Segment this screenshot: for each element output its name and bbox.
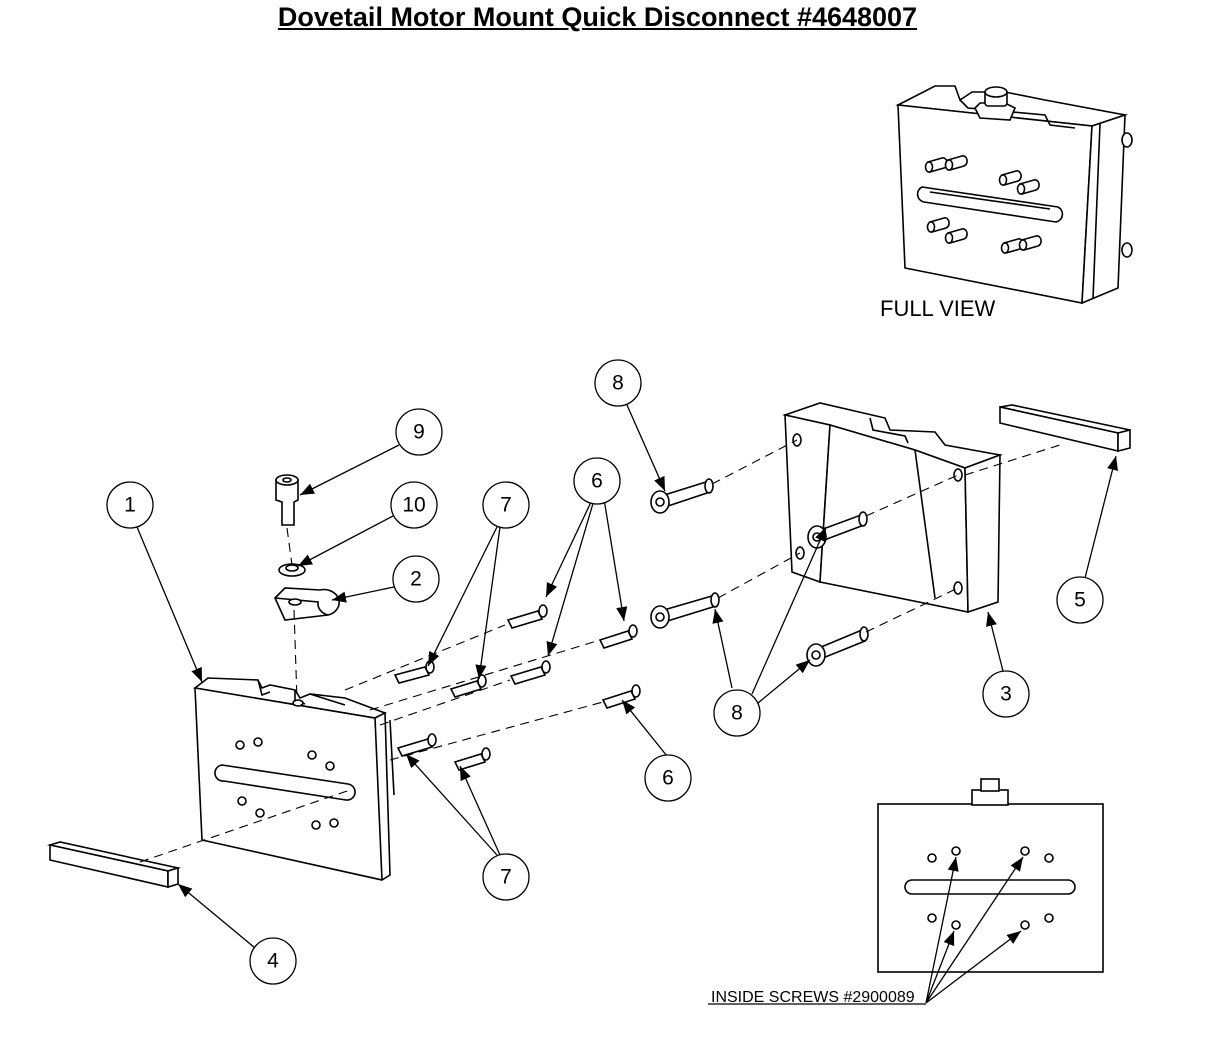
callout-2-label: 2	[410, 568, 422, 591]
callout-8-lower-label: 8	[731, 702, 743, 725]
callout-6-upper-label: 6	[591, 470, 603, 493]
callout-3-label: 3	[1000, 683, 1012, 706]
full-view-label: FULL VIEW	[880, 296, 996, 321]
callout-1: 1	[106, 481, 154, 529]
inside-view-plate	[877, 778, 1104, 973]
callout-6-lower-label: 6	[662, 767, 674, 790]
callout-9-label: 9	[413, 421, 425, 444]
callout-1-label: 1	[124, 494, 136, 517]
callout-5: 5	[1056, 576, 1104, 624]
callout-4: 4	[249, 937, 297, 985]
part-10-washer	[278, 563, 306, 577]
callout-3: 3	[982, 670, 1030, 718]
callout-8-upper-label: 8	[612, 372, 624, 395]
full-view-assembly	[895, 85, 1133, 305]
callout-9: 9	[395, 408, 443, 456]
small-cap-screws	[393, 604, 641, 771]
callout-8-upper: 8	[594, 359, 642, 407]
inside-screws-label: INSIDE SCREWS #2900089	[711, 989, 915, 1006]
callout-leaders	[136, 404, 1118, 949]
callout-10: 10	[390, 481, 438, 529]
callout-8-lower: 8	[713, 689, 761, 737]
callout-7-lower: 7	[482, 853, 530, 901]
part-3-dovetail-plate	[782, 402, 1004, 614]
large-cap-screws	[650, 478, 869, 667]
callout-7-upper-label: 7	[500, 494, 512, 517]
callout-10-label: 10	[402, 494, 425, 517]
part-4-key-bar	[46, 841, 182, 889]
inside-screws-leaders	[708, 856, 1024, 1005]
part-9-cap-screw	[275, 474, 299, 526]
callout-4-label: 4	[267, 950, 279, 973]
callout-7-lower-label: 7	[500, 866, 512, 889]
part-1-front-plate	[193, 677, 391, 881]
callout-5-label: 5	[1074, 589, 1086, 612]
part-5-key-bar	[999, 404, 1131, 453]
diagram-title: Dovetail Motor Mount Quick Disconnect #4…	[277, 2, 918, 32]
callout-7-upper: 7	[482, 481, 530, 529]
callout-6-upper: 6	[573, 457, 621, 505]
assembly-center-lines	[139, 439, 1061, 863]
callout-2: 2	[392, 555, 440, 603]
callout-6-lower: 6	[644, 754, 692, 802]
part-2-clamp-block	[274, 587, 340, 621]
